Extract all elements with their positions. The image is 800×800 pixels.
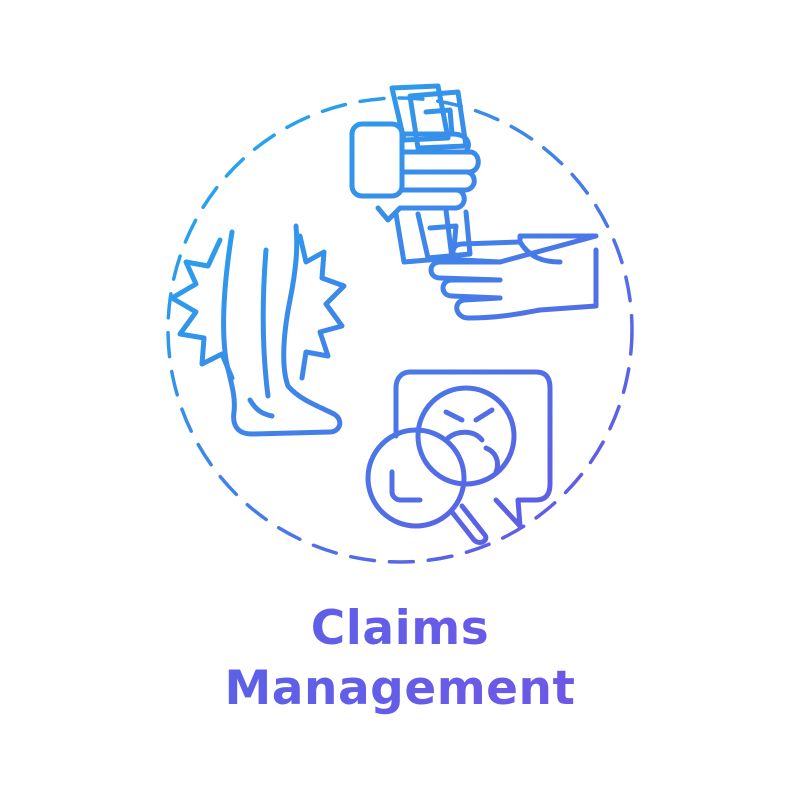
magnifier-icon bbox=[365, 427, 489, 545]
title-line-claims: Claims bbox=[0, 600, 800, 658]
dashed-circle-frame bbox=[166, 96, 634, 564]
angry-face-chat-bubble-icon bbox=[393, 369, 553, 529]
title-line-management: Management bbox=[0, 660, 800, 718]
injured-leg-icon bbox=[169, 223, 347, 437]
cash-in-fist-icon bbox=[349, 83, 481, 265]
open-hand-icon bbox=[428, 233, 599, 321]
